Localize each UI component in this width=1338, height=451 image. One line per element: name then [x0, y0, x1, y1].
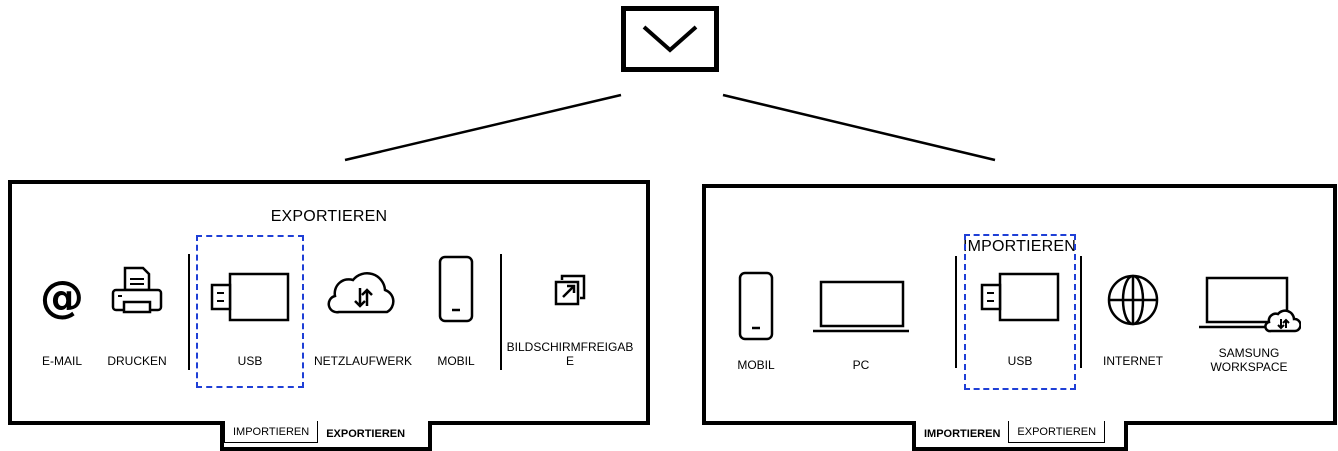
separator [188, 254, 190, 370]
import-item-internet[interactable]: INTERNET [1094, 272, 1172, 382]
item-label: MOBIL [437, 354, 475, 368]
item-label: DRUCKEN [107, 354, 167, 368]
export-item-mobile[interactable]: MOBIL [426, 254, 486, 384]
import-item-usb[interactable]: USB [968, 270, 1072, 382]
item-label: SAMSUNG WORKSPACE [1210, 346, 1288, 374]
smartphone-icon [438, 255, 474, 323]
export-panel: EXPORTIEREN @ E-MAIL DRUCKEN USB [8, 180, 650, 425]
selection-highlight [964, 234, 1076, 390]
item-label: PC [852, 358, 870, 372]
svg-text:@: @ [40, 274, 84, 320]
item-label: BILDSCHIRMFREIGAB E [506, 340, 634, 368]
globe-icon [1107, 274, 1159, 326]
laptop-icon [813, 280, 909, 333]
export-item-print[interactable]: DRUCKEN [94, 264, 180, 384]
export-item-network-drive[interactable]: NETZLAUFWERK [304, 266, 422, 382]
tab-export[interactable]: EXPORTIEREN [326, 428, 406, 440]
tab-import[interactable]: IMPORTIEREN [924, 428, 1001, 440]
laptop-cloud-icon [1199, 276, 1301, 333]
import-item-pc[interactable]: PC [810, 278, 912, 378]
screen-share-icon [554, 274, 586, 306]
printer-icon [111, 266, 163, 314]
separator [500, 254, 502, 370]
tab-import[interactable]: IMPORTIEREN [224, 421, 319, 443]
import-item-mobile[interactable]: MOBIL [726, 270, 786, 380]
item-label: NETZLAUFWERK [313, 354, 412, 368]
selection-highlight [196, 235, 304, 388]
usb-drive-icon [210, 272, 290, 322]
tab-export[interactable]: EXPORTIEREN [1008, 421, 1106, 443]
item-label: USB [1007, 354, 1033, 368]
export-item-screen-share[interactable]: BILDSCHIRMFREIGAB E [502, 270, 638, 382]
panel-title: EXPORTIEREN [270, 208, 388, 225]
import-panel-tabs: IMPORTIEREN EXPORTIEREN [912, 421, 1128, 451]
export-item-usb[interactable]: USB [198, 270, 302, 382]
item-label: USB [237, 354, 263, 368]
at-sign-icon: @ [40, 274, 84, 320]
import-panel: IMPORTIEREN MOBIL PC USB [702, 184, 1337, 425]
separator [1080, 256, 1082, 368]
item-label: E-MAIL [41, 354, 82, 368]
smartphone-icon [738, 271, 774, 341]
chevron-down-icon [642, 25, 698, 53]
separator [955, 256, 957, 368]
export-item-email[interactable]: @ E-MAIL [32, 274, 92, 384]
item-label: MOBIL [737, 358, 775, 372]
item-label: INTERNET [1103, 354, 1163, 368]
export-panel-tabs: IMPORTIEREN EXPORTIEREN [220, 421, 432, 451]
panel-title: IMPORTIEREN [962, 238, 1077, 255]
import-item-samsung-workspace[interactable]: SAMSUNG WORKSPACE [1184, 274, 1314, 386]
cloud-sync-icon [327, 272, 395, 314]
expand-button[interactable] [621, 6, 719, 72]
usb-drive-icon [980, 272, 1060, 322]
